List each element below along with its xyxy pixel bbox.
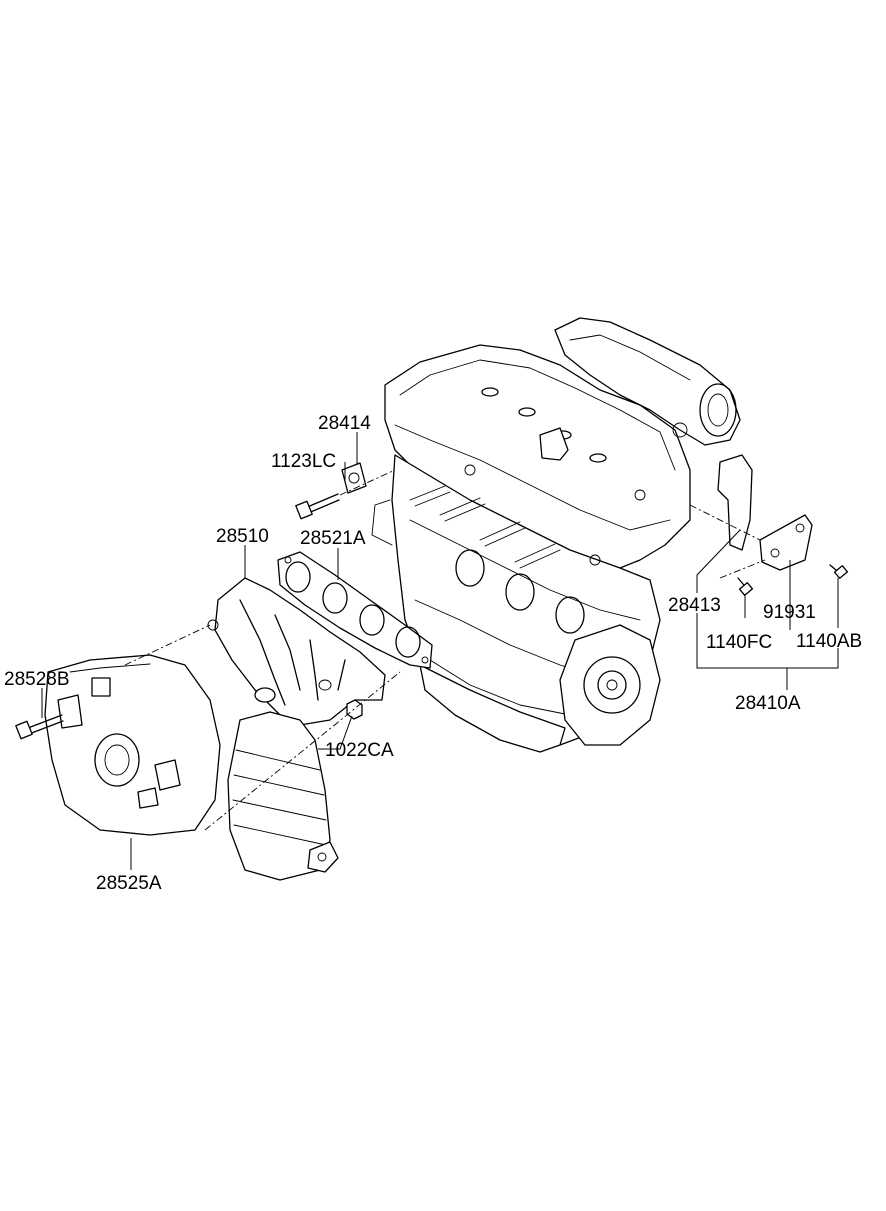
label-28413: 28413 — [668, 595, 721, 616]
engine-assembly — [371, 317, 741, 753]
exhaust-manifold-28510 — [207, 577, 386, 726]
exhaust-gasket-28521a — [277, 551, 433, 669]
label-91931: 91931 — [763, 602, 816, 623]
label-28414: 28414 — [318, 413, 371, 434]
label-28525a: 28525A — [96, 873, 162, 894]
label-28528b: 28528B — [4, 669, 70, 690]
heat-shield-28525a — [44, 654, 221, 836]
label-28410a: 28410A — [735, 693, 801, 714]
gasket-28414 — [341, 462, 367, 494]
assembly-lines — [124, 469, 766, 831]
catalytic-converter — [227, 711, 339, 881]
leader-lines — [41, 432, 839, 870]
label-1140ab: 1140AB — [796, 631, 862, 652]
label-28510: 28510 — [216, 526, 269, 547]
label-1022ca: 1022CA — [325, 740, 394, 761]
label-28521a: 28521A — [300, 528, 366, 549]
label-1140fc: 1140FC — [706, 632, 772, 653]
bracket-bolts — [737, 564, 849, 596]
nut-1022ca — [346, 699, 363, 720]
bolt-28528b — [15, 714, 64, 740]
support-bracket — [717, 454, 813, 571]
callout-labels: 28414 1123LC 28510 28521A 28528B 1022CA … — [4, 413, 862, 894]
label-1123lc: 1123LC — [271, 451, 336, 472]
bolt-1123lc — [295, 493, 340, 520]
